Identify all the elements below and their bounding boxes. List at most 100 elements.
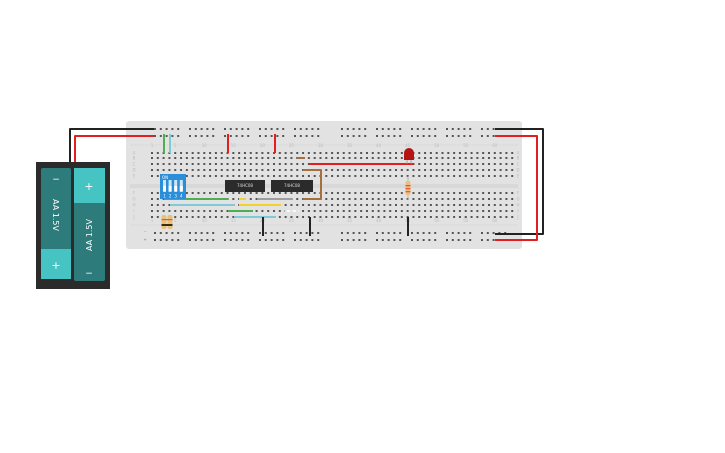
rail-hole[interactable] xyxy=(446,135,448,137)
rail-hole[interactable] xyxy=(457,232,460,234)
breadboard-hole[interactable] xyxy=(249,192,252,194)
breadboard-hole[interactable] xyxy=(336,192,339,194)
breadboard-hole[interactable] xyxy=(214,152,217,154)
breadboard-hole[interactable] xyxy=(470,192,473,194)
breadboard-hole[interactable] xyxy=(383,169,386,171)
breadboard-hole[interactable] xyxy=(395,169,398,171)
rail-hole[interactable] xyxy=(200,128,203,130)
breadboard-hole[interactable] xyxy=(191,163,194,165)
breadboard-hole[interactable] xyxy=(273,163,276,165)
breadboard-hole[interactable] xyxy=(511,216,514,218)
rail-hole[interactable] xyxy=(241,232,244,234)
breadboard-hole[interactable] xyxy=(203,152,206,154)
rail-hole[interactable] xyxy=(387,135,390,137)
breadboard-hole[interactable] xyxy=(424,157,427,159)
rail-hole[interactable] xyxy=(270,135,273,137)
breadboard-hole[interactable] xyxy=(267,152,270,154)
breadboard-hole[interactable] xyxy=(273,175,276,177)
breadboard-hole[interactable] xyxy=(441,157,444,159)
breadboard-hole[interactable] xyxy=(319,204,322,206)
breadboard-hole[interactable] xyxy=(203,216,206,218)
breadboard-hole[interactable] xyxy=(180,169,183,171)
breadboard-hole[interactable] xyxy=(406,204,409,206)
breadboard-hole[interactable] xyxy=(371,198,374,200)
breadboard-hole[interactable] xyxy=(336,175,339,177)
rail-hole[interactable] xyxy=(481,135,483,137)
breadboard-hole[interactable] xyxy=(156,210,159,212)
rail-hole[interactable] xyxy=(229,135,232,137)
breadboard-hole[interactable] xyxy=(354,192,357,194)
breadboard-hole[interactable] xyxy=(354,204,357,206)
breadboard-hole[interactable] xyxy=(319,157,322,159)
breadboard-hole[interactable] xyxy=(429,163,432,165)
rail-hole[interactable] xyxy=(457,239,460,241)
breadboard-hole[interactable] xyxy=(267,169,270,171)
breadboard-hole[interactable] xyxy=(360,157,363,159)
breadboard-hole[interactable] xyxy=(360,210,363,212)
breadboard-hole[interactable] xyxy=(273,192,276,194)
breadboard-hole[interactable] xyxy=(238,163,241,165)
breadboard-hole[interactable] xyxy=(499,175,502,177)
rail-hole[interactable] xyxy=(428,239,431,241)
breadboard-hole[interactable] xyxy=(243,157,246,159)
breadboard-hole[interactable] xyxy=(226,175,229,177)
breadboard-hole[interactable] xyxy=(505,192,508,194)
rail-hole[interactable] xyxy=(194,135,197,137)
breadboard-hole[interactable] xyxy=(406,210,409,212)
breadboard-hole[interactable] xyxy=(284,157,287,159)
breadboard-hole[interactable] xyxy=(499,216,502,218)
rail-hole[interactable] xyxy=(451,239,454,241)
rail-hole[interactable] xyxy=(270,239,273,241)
breadboard-hole[interactable] xyxy=(290,175,293,177)
rail-hole[interactable] xyxy=(358,232,361,234)
breadboard-hole[interactable] xyxy=(226,163,229,165)
black-wire[interactable] xyxy=(495,128,544,235)
breadboard-hole[interactable] xyxy=(377,204,380,206)
breadboard-hole[interactable] xyxy=(296,175,299,177)
breadboard-hole[interactable] xyxy=(174,163,177,165)
rail-hole[interactable] xyxy=(171,239,174,241)
rail-hole[interactable] xyxy=(469,239,472,241)
breadboard-hole[interactable] xyxy=(435,192,438,194)
breadboard-hole[interactable] xyxy=(482,157,485,159)
breadboard-hole[interactable] xyxy=(458,198,461,200)
rail-hole[interactable] xyxy=(159,232,162,234)
breadboard-hole[interactable] xyxy=(325,210,328,212)
breadboard-hole[interactable] xyxy=(348,192,351,194)
breadboard-hole[interactable] xyxy=(151,175,153,177)
breadboard-hole[interactable] xyxy=(447,169,450,171)
rail-hole[interactable] xyxy=(212,135,215,137)
rail-hole[interactable] xyxy=(434,135,437,137)
rail-hole[interactable] xyxy=(422,135,425,137)
breadboard-hole[interactable] xyxy=(255,157,258,159)
breadboard-hole[interactable] xyxy=(331,204,334,206)
breadboard-hole[interactable] xyxy=(249,169,252,171)
rail-hole[interactable] xyxy=(486,128,489,130)
breadboard-hole[interactable] xyxy=(453,175,456,177)
breadboard-hole[interactable] xyxy=(209,216,212,218)
breadboard-hole[interactable] xyxy=(493,204,496,206)
breadboard-hole[interactable] xyxy=(464,216,467,218)
breadboard-hole[interactable] xyxy=(278,175,281,177)
breadboard-hole[interactable] xyxy=(424,210,427,212)
rail-hole[interactable] xyxy=(486,232,489,234)
breadboard-hole[interactable] xyxy=(476,175,479,177)
rail-hole[interactable] xyxy=(446,239,448,241)
rail-hole[interactable] xyxy=(189,128,191,130)
breadboard-hole[interactable] xyxy=(214,210,217,212)
breadboard-hole[interactable] xyxy=(342,169,345,171)
breadboard-hole[interactable] xyxy=(511,198,514,200)
breadboard-hole[interactable] xyxy=(348,204,351,206)
rail-hole[interactable] xyxy=(241,135,244,137)
rail-hole[interactable] xyxy=(212,128,215,130)
breadboard-hole[interactable] xyxy=(348,216,351,218)
breadboard-hole[interactable] xyxy=(441,152,444,154)
breadboard-hole[interactable] xyxy=(319,216,322,218)
rail-hole[interactable] xyxy=(154,232,156,234)
breadboard-hole[interactable] xyxy=(487,152,490,154)
rail-hole[interactable] xyxy=(235,239,238,241)
breadboard-hole[interactable] xyxy=(487,175,490,177)
brown-wire[interactable] xyxy=(303,169,322,200)
breadboard-hole[interactable] xyxy=(511,169,514,171)
breadboard-hole[interactable] xyxy=(360,204,363,206)
